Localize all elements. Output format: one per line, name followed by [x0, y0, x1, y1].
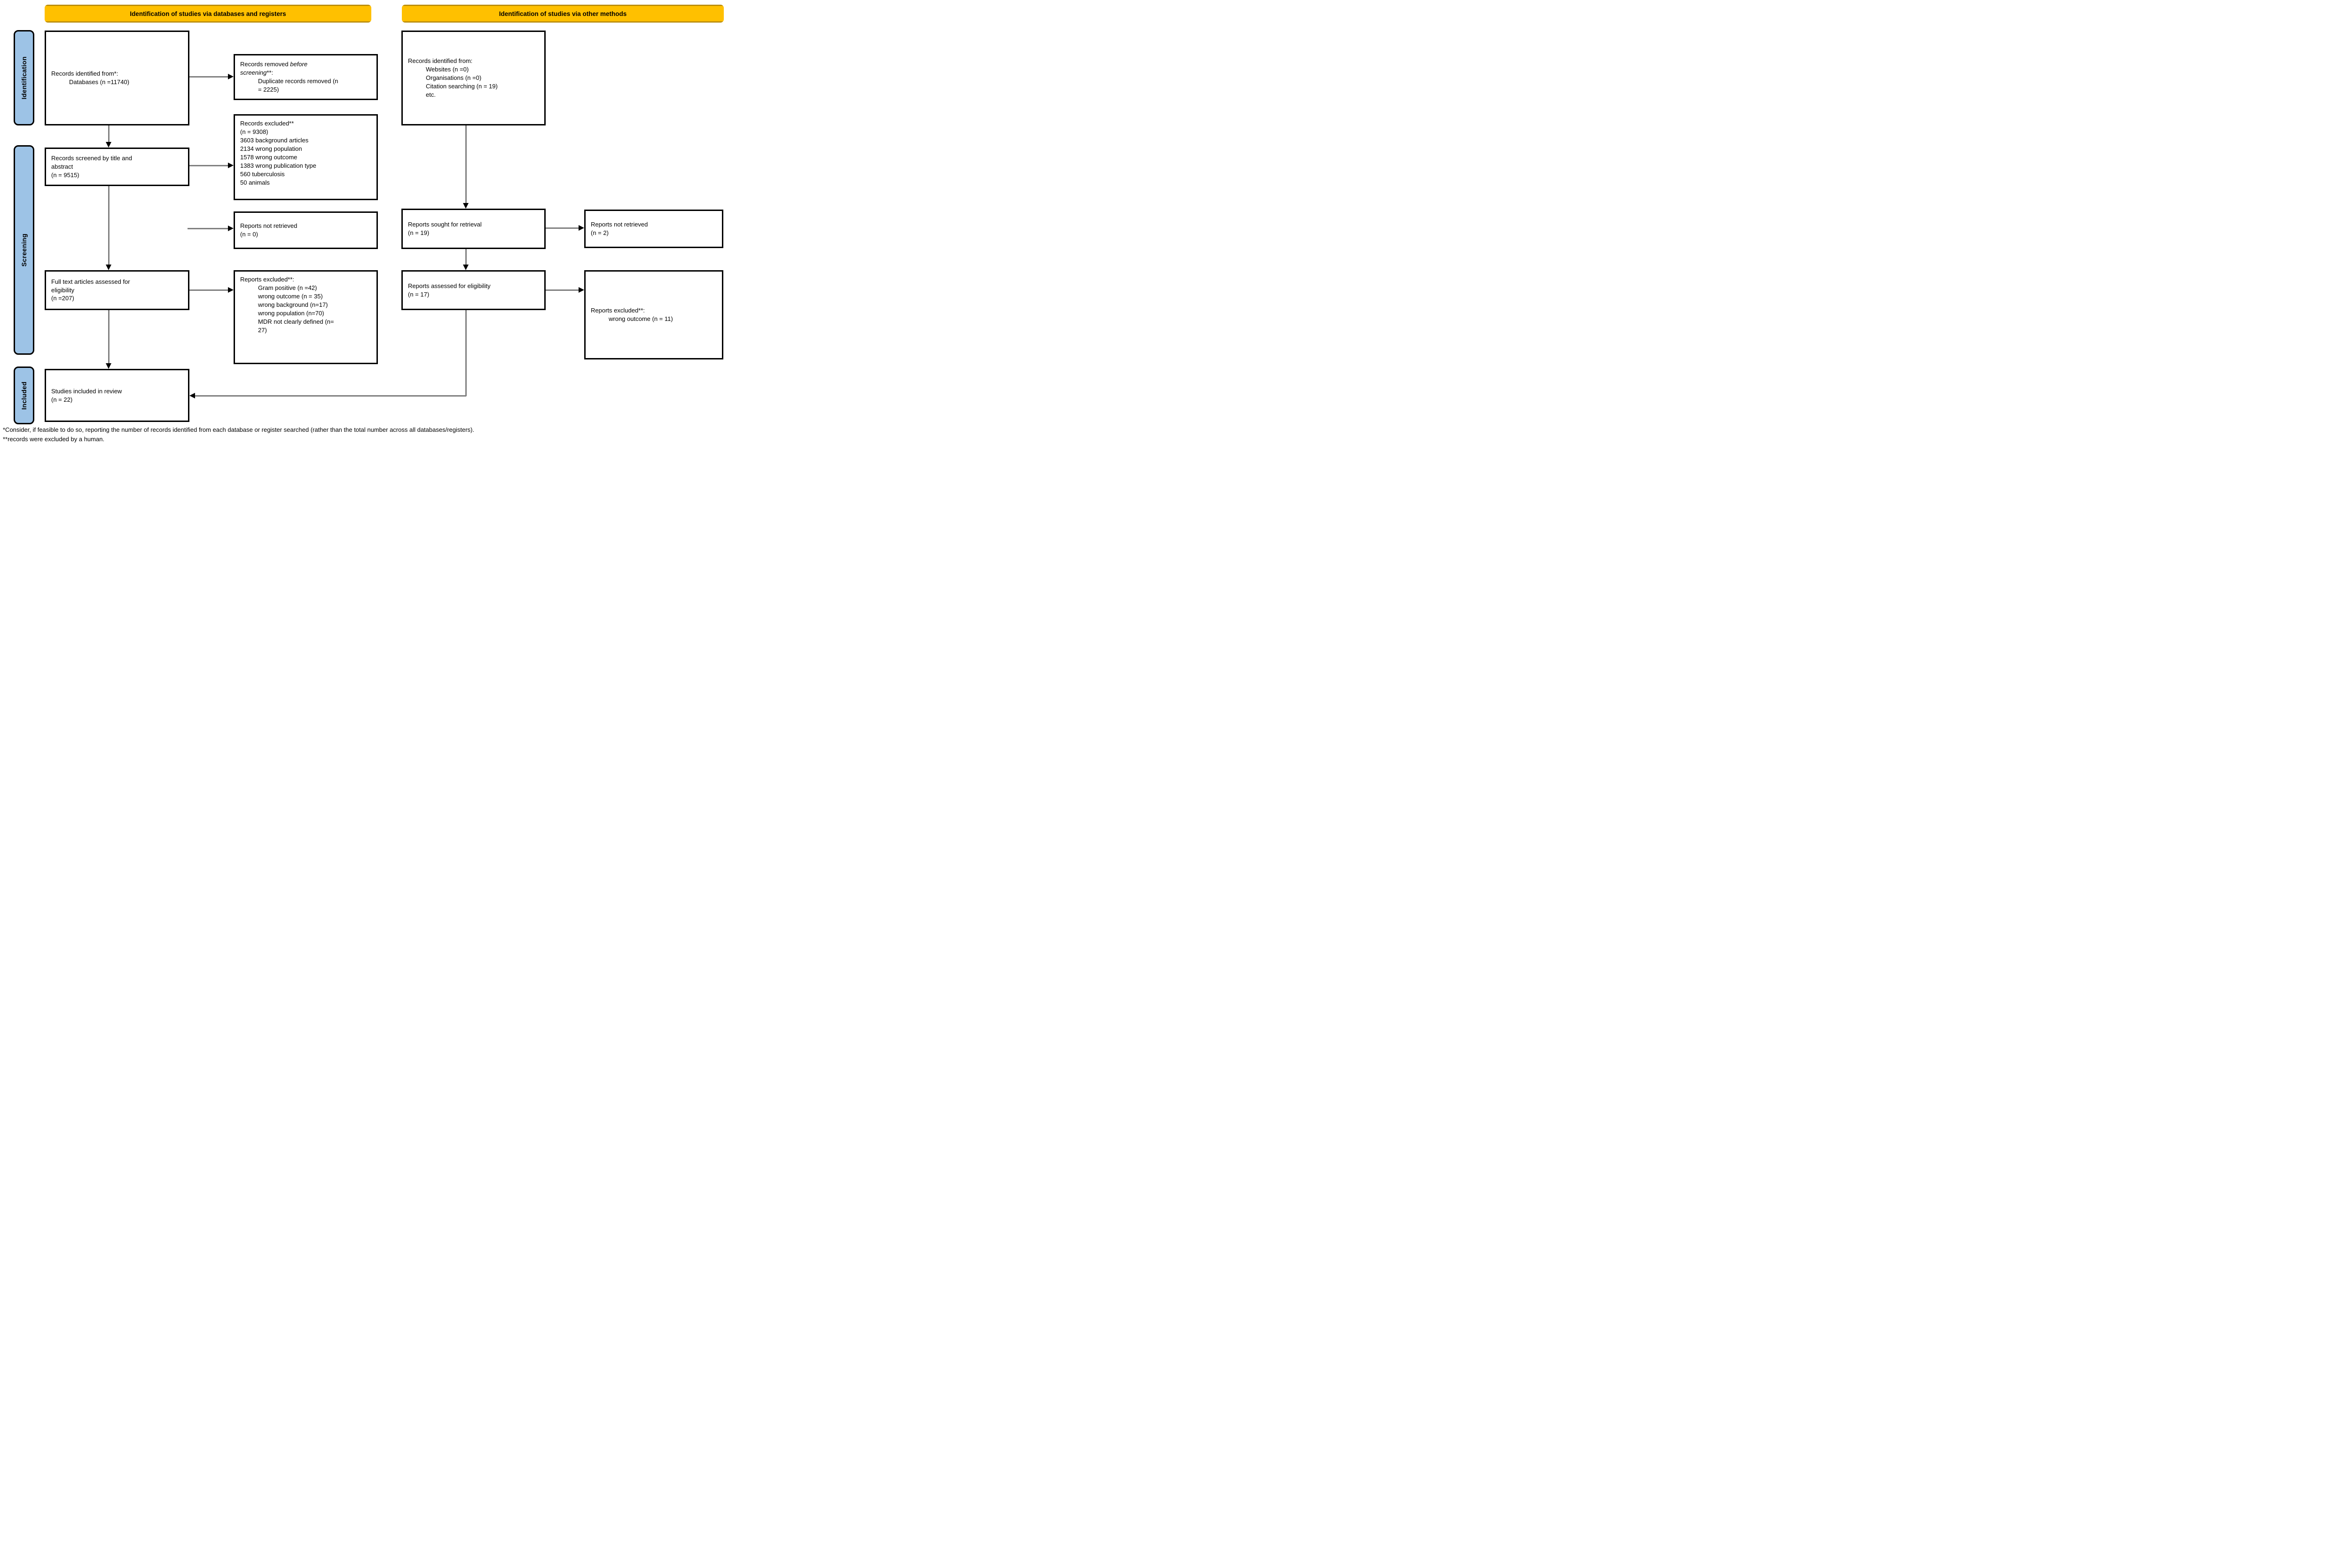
prisma-flow-diagram: Identification of studies via databases …: [0, 0, 726, 448]
box-line: Reports not retrieved: [240, 222, 298, 230]
arrowhead-identified-to-screened: [106, 142, 111, 148]
box-line: 2134 wrong population: [240, 145, 302, 152]
box-records-identified-databases: Records identified from*:Databases (n =1…: [45, 31, 189, 125]
box-line: Records screened by title and: [51, 155, 132, 162]
stage-label-screening-text: Screening: [20, 233, 28, 267]
box-line: abstract: [51, 163, 73, 171]
box-line: Websites (n =0): [426, 66, 469, 73]
arrowhead-other-identified-to-sought: [463, 203, 469, 209]
box-line: screening**:: [240, 69, 274, 77]
box-line: Organisations (n =0): [426, 74, 482, 82]
box-line: Citation searching (n = 19): [426, 82, 498, 90]
box-line: Records excluded**: [240, 120, 294, 127]
footnote-double-asterisk: **records were excluded by a human.: [3, 435, 105, 443]
box-line: (n = 22): [51, 396, 73, 403]
box-line: Full text articles assessed for: [51, 278, 130, 285]
connector-assessed-to-excluded-other: [546, 289, 580, 291]
connector-fulltext-to-included: [108, 310, 110, 364]
footnote-asterisk: *Consider, if feasible to do so, reporti…: [3, 426, 474, 433]
box-line: Gram positive (n =42): [258, 284, 317, 291]
box-line: Records identified from:: [408, 57, 473, 65]
box-line: eligibility: [51, 286, 75, 294]
box-reports-excluded-databases: Reports excluded**:Gram positive (n =42)…: [234, 270, 378, 364]
box-line: wrong outcome (n = 11): [609, 315, 673, 322]
box-line: (n = 9308): [240, 128, 268, 135]
box-line: Duplicate records removed (n: [258, 78, 338, 85]
box-line: 3603 background articles: [240, 136, 309, 144]
box-line: Reports not retrieved: [591, 221, 648, 228]
connector-identified-to-screened: [108, 125, 110, 143]
connector-other-identified-to-sought: [465, 125, 467, 203]
connector-sought-to-not-retrieved: [546, 227, 580, 229]
banner-databases-registers: Identification of studies via databases …: [45, 5, 371, 23]
box-line: Reports excluded**:: [240, 276, 294, 283]
banner-other-methods: Identification of studies via other meth…: [402, 5, 724, 23]
arrowhead-assessed-to-excluded-other: [579, 287, 584, 293]
box-line: Reports assessed for eligibility: [408, 282, 491, 289]
connector-assessed-to-included: [195, 395, 466, 397]
arrowhead-assessed-to-included: [189, 393, 195, 398]
box-line: Records removed before: [240, 61, 308, 68]
box-line: Studies included in review: [51, 387, 122, 395]
box-line: wrong population (n=70): [258, 309, 324, 317]
box-line: etc.: [426, 91, 436, 98]
box-line: Reports excluded**:: [591, 307, 645, 314]
arrowhead-sought-to-not-retrieved: [579, 225, 584, 231]
footnotes: *Consider, if feasible to do so, reporti…: [3, 425, 722, 444]
box-line: (n = 2): [591, 229, 609, 236]
stage-label-identification-text: Identification: [20, 56, 28, 100]
box-line: = 2225): [258, 86, 279, 93]
box-line: Reports sought for retrieval: [408, 221, 482, 228]
arrowhead-to-reports-not-retrieved-db: [228, 226, 234, 231]
stage-label-included-text: Included: [20, 381, 28, 410]
box-reports-assessed-eligibility: Reports assessed for eligibility(n = 17): [401, 270, 546, 310]
box-line: 1383 wrong publication type: [240, 162, 316, 169]
box-reports-sought-retrieval: Reports sought for retrieval(n = 19): [401, 209, 546, 249]
connector-to-reports-not-retrieved-db: [188, 228, 229, 229]
box-line: (n = 9515): [51, 171, 79, 179]
box-line: (n =207): [51, 295, 74, 302]
box-records-identified-other-methods: Records identified from:Websites (n =0)O…: [401, 31, 546, 125]
box-line: wrong outcome (n = 35): [258, 292, 323, 300]
box-reports-not-retrieved-other: Reports not retrieved(n = 2): [584, 210, 723, 248]
box-records-excluded: Records excluded**(n = 9308)3603 backgro…: [234, 114, 378, 200]
box-line: Records identified from*:: [51, 70, 118, 78]
box-line: 50 animals: [240, 179, 270, 186]
arrowhead-sought-to-assessed: [463, 265, 469, 270]
box-line: 27): [258, 326, 267, 334]
arrowhead-screened-to-excluded: [228, 163, 234, 168]
arrowhead-screened-to-fulltext: [106, 265, 111, 270]
stage-label-included: Included: [14, 367, 34, 424]
connector-screened-to-fulltext: [108, 186, 110, 265]
arrowhead-identified-to-removed: [228, 74, 234, 79]
box-reports-excluded-other: Reports excluded**:wrong outcome (n = 11…: [584, 270, 723, 359]
box-line: Databases (n =11740): [69, 78, 130, 86]
box-line: (n = 19): [408, 229, 430, 236]
box-line: (n = 17): [408, 290, 430, 298]
connector-sought-to-assessed: [465, 249, 467, 265]
box-line: 560 tuberculosis: [240, 170, 285, 178]
stage-label-screening: Screening: [14, 145, 34, 355]
stage-label-identification: Identification: [14, 30, 34, 125]
box-line: 1578 wrong outcome: [240, 153, 298, 161]
box-line: wrong background (n=17): [258, 301, 328, 308]
arrowhead-fulltext-to-included: [106, 363, 111, 369]
arrowhead-fulltext-to-excluded: [228, 287, 234, 293]
box-line: (n = 0): [240, 231, 258, 238]
connector-fulltext-to-excluded: [189, 289, 229, 291]
connector-screened-to-excluded: [189, 165, 229, 166]
connector-assessed-down: [465, 310, 467, 396]
box-line: MDR not clearly defined (n=: [258, 318, 334, 325]
connector-identified-to-removed: [189, 76, 229, 78]
box-studies-included: Studies included in review(n = 22): [45, 369, 189, 422]
box-reports-not-retrieved-databases: Reports not retrieved(n = 0): [234, 211, 378, 249]
